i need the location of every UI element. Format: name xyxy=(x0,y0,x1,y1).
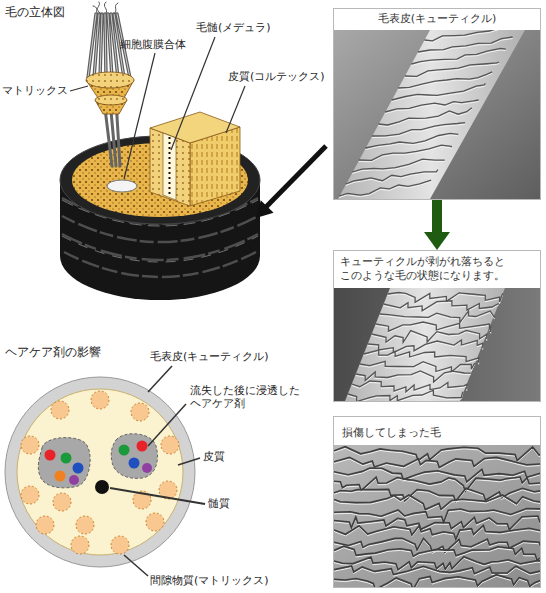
photo-panel: 毛表皮(キューティクル) xyxy=(333,8,541,200)
medulla xyxy=(95,480,109,494)
scale-edge xyxy=(334,566,540,575)
scale-edge xyxy=(368,340,483,353)
pointer-arrow xyxy=(256,146,326,218)
cell-membrane-complex xyxy=(107,180,137,192)
scale-edge xyxy=(385,100,479,112)
cortex-area xyxy=(17,389,183,555)
photo-background xyxy=(334,288,540,401)
photo-panel: 損傷してしまった毛 xyxy=(333,416,541,588)
scale-edge xyxy=(334,457,540,469)
scale-edge xyxy=(356,371,471,382)
scale-edge xyxy=(372,330,487,342)
part-label: 皮質(コルテックス) xyxy=(228,70,325,83)
hair-cross-section xyxy=(5,377,195,567)
scale-edge xyxy=(392,85,486,102)
part-label: マトリックス xyxy=(2,84,68,97)
hair-shaft xyxy=(345,288,505,401)
scale-edge xyxy=(334,495,540,510)
scale-edge xyxy=(359,145,452,160)
scale-edge xyxy=(334,516,540,530)
scale-edge xyxy=(334,526,540,540)
flow-arrow xyxy=(424,200,450,250)
hair-shaft xyxy=(338,30,525,199)
section-title: ヘアケア剤の影響 xyxy=(5,345,101,359)
scale-edge xyxy=(364,350,479,363)
part-label: 髄質 xyxy=(208,497,230,510)
penetrated-area xyxy=(38,438,90,488)
panel-caption: 毛表皮(キューティクル) xyxy=(334,9,540,29)
part-label: 皮質 xyxy=(203,450,225,463)
scale-edge xyxy=(411,48,505,64)
scale-edge xyxy=(376,322,491,332)
scale-edge xyxy=(380,312,495,324)
haircare-molecules xyxy=(45,441,153,486)
scale-edge xyxy=(418,37,513,52)
scale-edge xyxy=(348,390,463,401)
matrix-funnel xyxy=(86,72,134,114)
scale-edge xyxy=(384,301,499,311)
sem-photos xyxy=(334,24,546,592)
scale-edge xyxy=(425,30,520,42)
damaged-surface-lines xyxy=(334,447,540,587)
scale-edge xyxy=(380,311,495,323)
scale-edge xyxy=(379,108,472,125)
scale-edge xyxy=(352,159,445,172)
part-label: 毛表皮(キューティクル) xyxy=(150,350,269,363)
scale-edge xyxy=(334,575,540,587)
part-label: 間隙物質(マトリックス) xyxy=(150,574,269,587)
scale-edge xyxy=(360,361,475,372)
panel-caption: キューティクルが剥がれ落ちると このような毛の状態になります。 xyxy=(334,251,540,288)
section-title: 毛の立体図 xyxy=(5,5,65,19)
penetrated-area xyxy=(111,434,157,479)
photo-panel: キューティクルが剥がれ落ちると このような毛の状態になります。 xyxy=(333,250,541,402)
cuticle-scale-lines xyxy=(339,30,519,198)
panel-caption: 損傷してしまった毛 xyxy=(334,417,540,444)
scale-edge xyxy=(339,180,431,196)
part-label: 流失した後に浸透した ヘアケア剤 xyxy=(190,384,308,410)
part-label: 細胞腹膜合体 xyxy=(120,38,186,51)
hair-3d xyxy=(60,2,326,300)
arrow-head xyxy=(424,232,450,250)
cortex-cells xyxy=(21,391,179,554)
scale-edge xyxy=(352,381,467,392)
arrow-shaft xyxy=(432,200,442,232)
peeling-scale-lines xyxy=(348,293,503,402)
scale-edge xyxy=(334,546,540,560)
scale-edge xyxy=(334,447,540,461)
part-label: 毛髄(メデュラ) xyxy=(196,21,271,34)
scale-edge xyxy=(334,470,540,484)
scale-edge xyxy=(334,509,540,523)
leader-lines xyxy=(70,37,245,576)
scale-edge xyxy=(392,83,486,100)
photo-background xyxy=(334,30,540,199)
cuticle-ring xyxy=(5,377,195,567)
scale-edge xyxy=(405,62,499,76)
